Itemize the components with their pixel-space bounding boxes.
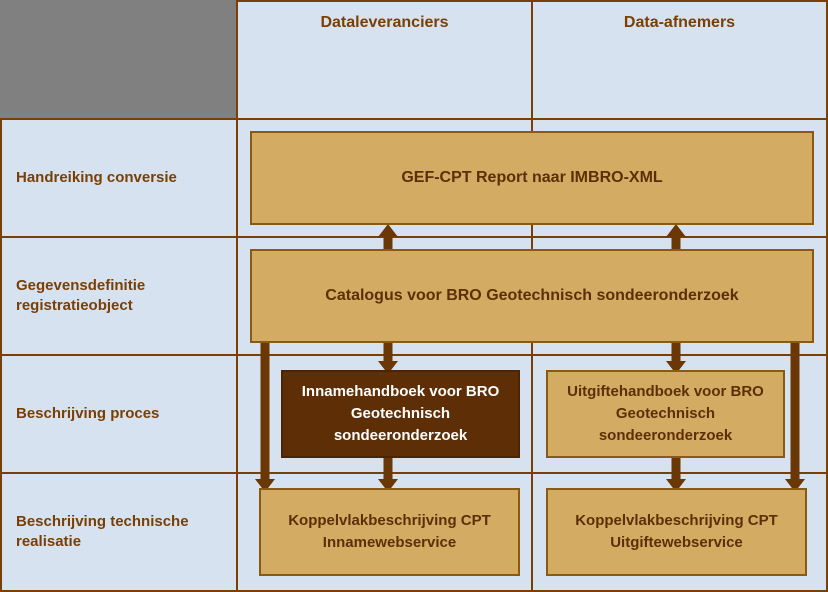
box-koppelvlak-inname[interactable]: Koppelvlakbeschrijving CPT Innamewebserv…: [259, 488, 520, 576]
box-koppelvlak-inname-label: Koppelvlakbeschrijving CPT Innamewebserv…: [288, 512, 491, 551]
column-header-dataleveranciers: Dataleveranciers: [236, 0, 533, 120]
row-label-beschrijving-proces-text: Beschrijving proces: [16, 404, 160, 422]
box-innamehandboek-label: Innamehandboek voor BRO Geotechnisch son…: [301, 383, 500, 444]
box-gef-cpt-report-label: GEF-CPT Report naar IMBRO-XML: [401, 169, 663, 187]
arrow-down-catalogus-to-koppelvlak-inname: [255, 340, 275, 492]
arrow-down-catalogus-to-innamehandboek: [378, 340, 398, 374]
box-catalogus[interactable]: Catalogus voor BRO Geotechnisch sondeero…: [250, 249, 814, 343]
arrow-down-catalogus-to-koppelvlak-uitgifte: [785, 340, 805, 492]
box-koppelvlak-uitgifte[interactable]: Koppelvlakbeschrijving CPT Uitgiftewebse…: [546, 488, 807, 576]
box-catalogus-label: Catalogus voor BRO Geotechnisch sondeero…: [325, 287, 739, 305]
box-koppelvlak-uitgifte-label: Koppelvlakbeschrijving CPT Uitgiftewebse…: [575, 512, 778, 551]
arrow-down-innamehandboek-to-koppelvlak: [378, 458, 398, 492]
box-gef-cpt-report[interactable]: GEF-CPT Report naar IMBRO-XML: [250, 131, 814, 225]
row-label-handreiking-conversie: Handreiking conversie: [0, 118, 238, 238]
column-header-data-afnemers: Data-afnemers: [531, 0, 828, 120]
grid-corner-cell: [0, 0, 238, 120]
arrow-down-uitgiftehandboek-to-koppelvlak: [666, 458, 686, 492]
box-uitgiftehandboek[interactable]: Uitgiftehandboek voor BRO Geotechnisch s…: [546, 370, 785, 458]
box-innamehandboek[interactable]: Innamehandboek voor BRO Geotechnisch son…: [281, 370, 520, 458]
arrow-up-catalogus-to-gefcpt-left: [378, 224, 398, 258]
arrow-down-catalogus-to-uitgiftehandboek: [666, 340, 686, 374]
row-label-technische-realisatie: Beschrijving technische realisatie: [0, 472, 238, 592]
row-label-technische-realisatie-text: Beschrijving technische realisatie: [16, 512, 189, 550]
column-header-data-afnemers-label: Data-afnemers: [623, 14, 736, 31]
row-label-handreiking-conversie-text: Handreiking conversie: [16, 168, 177, 186]
row-label-gegevensdefinitie: Gegevensdefinitie registratieobject: [0, 236, 238, 356]
arrow-up-catalogus-to-gefcpt-right: [666, 224, 686, 258]
box-uitgiftehandboek-label: Uitgiftehandboek voor BRO Geotechnisch s…: [567, 383, 764, 444]
column-header-dataleveranciers-label: Dataleveranciers: [320, 14, 449, 31]
row-label-gegevensdefinitie-text: Gegevensdefinitie registratieobject: [16, 276, 146, 314]
row-label-beschrijving-proces: Beschrijving proces: [0, 354, 238, 474]
